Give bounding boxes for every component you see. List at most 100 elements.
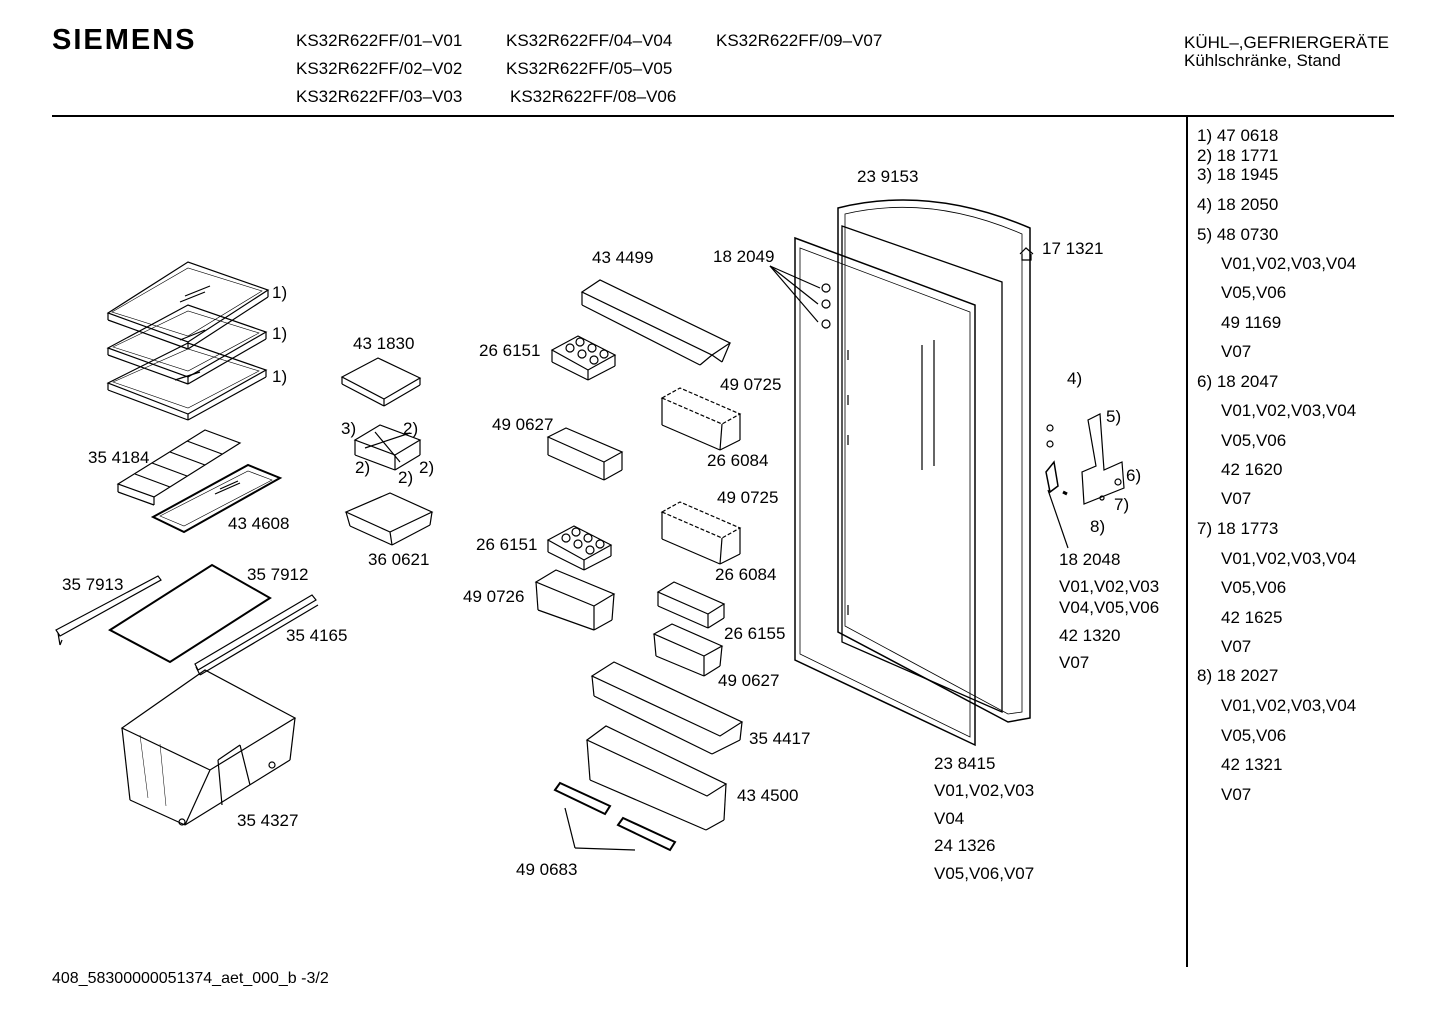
model-number: KS32R622FF/04–V04 <box>506 31 673 50</box>
parts-list-variant: V05,V06 <box>1221 283 1287 302</box>
parts-list-variant: V05,V06 <box>1221 578 1287 597</box>
callout-label: 3) <box>341 419 357 438</box>
door-gasket-icon <box>794 236 976 747</box>
door-shelf-icon <box>585 725 728 831</box>
parts-list-item: 8) 18 2027 <box>1197 666 1279 685</box>
door-shelf-icon <box>580 279 732 366</box>
model-number: KS32R622FF/08–V06 <box>510 87 677 106</box>
part-number-label: 23 8415 <box>934 754 996 773</box>
screw-icon <box>769 265 831 329</box>
glass-shelf-icon <box>106 304 268 385</box>
part-number-label: 43 4500 <box>737 786 799 805</box>
parts-list-item: 6) 18 2047 <box>1197 372 1279 391</box>
callout-label: 1) <box>272 324 288 343</box>
part-number-label: 49 0627 <box>718 671 780 690</box>
callout-label: 5) <box>1106 407 1122 426</box>
door-icon <box>837 199 1031 723</box>
part-number-label: 49 0725 <box>717 488 779 507</box>
variant-label: V07 <box>1059 653 1090 672</box>
callout-label: 2) <box>398 468 414 487</box>
callout-label: 8) <box>1090 517 1106 536</box>
holder-icon <box>660 387 742 451</box>
parts-list-item: 7) 18 1773 <box>1197 519 1279 538</box>
model-number: KS32R622FF/03–V03 <box>296 87 463 106</box>
part-number-label: 43 1830 <box>353 334 415 353</box>
callout-label: 7) <box>1114 495 1130 514</box>
parts-list-variant: 42 1620 <box>1221 460 1283 479</box>
part-number-label: 23 9153 <box>857 167 919 186</box>
part-number-label: 26 6084 <box>715 565 777 584</box>
variant-label: V05,V06,V07 <box>934 864 1035 883</box>
insert-box-icon <box>353 424 422 471</box>
parts-list-divider <box>1186 117 1188 967</box>
document-id-footer: 408_58300000051374_aet_000_b -3/2 <box>52 970 329 987</box>
part-number-label: 49 0725 <box>720 375 782 394</box>
part-number-label: 35 7912 <box>247 565 309 584</box>
part-number-label: 26 6084 <box>707 451 769 470</box>
parts-list-variant: V07 <box>1221 637 1252 656</box>
callout-label: 2) <box>403 419 419 438</box>
part-number-label: 43 4499 <box>592 248 654 267</box>
door-box-icon <box>546 427 624 481</box>
part-number-label: 35 4165 <box>286 626 348 645</box>
part-number-label: 49 0627 <box>492 415 554 434</box>
door-stop-icon <box>1019 247 1034 261</box>
part-number-label: 35 4184 <box>88 448 150 467</box>
parts-list-variant: 49 1169 <box>1221 313 1282 332</box>
parts-list-variant: V07 <box>1221 785 1252 804</box>
part-number-label: 18 2049 <box>713 247 775 266</box>
egg-tray-icon <box>550 335 617 381</box>
callout-label: 6) <box>1126 466 1142 485</box>
header-divider <box>52 115 1394 117</box>
parts-list-item: 3) 18 1945 <box>1197 165 1279 184</box>
cover-plate-icon <box>55 563 319 676</box>
door-shelf-icon <box>590 661 744 755</box>
part-number-label: 35 4327 <box>237 811 299 830</box>
parts-list-variant: 42 1321 <box>1221 755 1283 774</box>
small-box-icon <box>656 581 726 629</box>
holder-icon <box>660 501 742 565</box>
tray-icon <box>344 492 434 546</box>
part-number-label: 17 1321 <box>1042 239 1104 258</box>
parts-list-variant: V05,V06 <box>1221 726 1287 745</box>
category-subtitle: Kühlschränke, Stand <box>1184 51 1341 70</box>
callout-label: 1) <box>272 367 288 386</box>
glass-shelf-icon <box>106 261 270 350</box>
clip-icon <box>553 781 677 852</box>
part-number-label: 36 0621 <box>368 550 430 569</box>
part-number-label: 26 6155 <box>724 624 786 643</box>
crisper-glass-icon <box>150 463 283 534</box>
callout-label: 4) <box>1067 369 1083 388</box>
part-number-label: 35 7913 <box>62 575 124 594</box>
parts-list-item: 5) 48 0730 <box>1197 225 1279 244</box>
callout-label: 1) <box>272 283 288 302</box>
model-number: KS32R622FF/01–V01 <box>296 31 463 50</box>
parts-list-variant: V01,V02,V03,V04 <box>1221 401 1357 420</box>
variant-label: V01,V02,V03 <box>1059 577 1160 596</box>
parts-list-variant: V01,V02,V03,V04 <box>1221 696 1357 715</box>
parts-list-item: 2) 18 1771 <box>1197 146 1279 165</box>
crisper-cover-icon <box>116 429 242 506</box>
model-number: KS32R622FF/09–V07 <box>716 31 883 50</box>
part-number-label: 24 1326 <box>934 836 996 855</box>
model-number: KS32R622FF/02–V02 <box>296 59 463 78</box>
variant-label: V04 <box>934 809 965 828</box>
glass-shelf-icon <box>106 342 268 421</box>
parts-list-variant: V05,V06 <box>1221 431 1287 450</box>
crisper-drawer-icon <box>120 669 297 826</box>
parts-list-item: 1) 47 0618 <box>1197 126 1279 145</box>
parts-list-variant: 42 1625 <box>1221 608 1283 627</box>
small-shelf-icon <box>340 357 422 407</box>
egg-tray-icon <box>546 525 613 571</box>
callout-label: 2) <box>355 458 371 477</box>
part-number-label: 26 6151 <box>479 341 541 360</box>
small-box-icon <box>652 623 724 677</box>
parts-list-variant: V01,V02,V03,V04 <box>1221 254 1357 273</box>
parts-list-variant: V07 <box>1221 489 1252 508</box>
callout-label: 2) <box>419 458 435 477</box>
part-number-label: 26 6151 <box>476 535 538 554</box>
variant-label: V01,V02,V03 <box>934 781 1035 800</box>
part-number-label: 43 4608 <box>228 514 290 533</box>
door-box-icon <box>534 569 616 631</box>
part-number-label: 49 0683 <box>516 860 578 879</box>
